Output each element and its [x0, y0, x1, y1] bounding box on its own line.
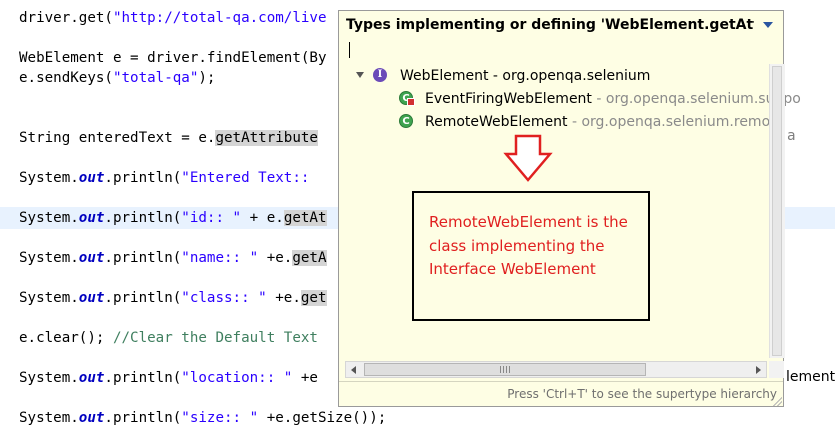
code-text: System.: [19, 170, 79, 186]
code-text: driver.get(: [19, 10, 113, 26]
static-field: out: [78, 290, 105, 306]
popup-title: Types implementing or defining 'WebEleme…: [346, 17, 754, 33]
string-literal: "http://total-qa.com/live: [112, 10, 327, 26]
code-text-fragment: lement: [786, 369, 835, 385]
scrollbar-corner: [769, 361, 784, 378]
code-text: System.: [19, 290, 79, 306]
static-field: out: [78, 370, 105, 386]
code-text: e.sendKeys(: [19, 70, 113, 86]
footer-hint: Press 'Ctrl+T' to see the supertype hier…: [507, 387, 777, 401]
string-literal: "location:: ": [181, 370, 293, 386]
tree-item-label: EventFiringWebElement: [425, 91, 592, 107]
code-text: + e.: [241, 210, 284, 226]
tree-item-eventfiringwebelement[interactable]: C EventFiringWebElement - org.openqa.sel…: [399, 89, 801, 109]
tree-item-label: WebElement: [400, 68, 489, 84]
expanded-icon[interactable]: [356, 72, 364, 78]
code-text-fragment: a: [787, 128, 796, 144]
code-text: +e.: [266, 290, 301, 306]
code-line[interactable]: System.out.println("name:: " +e.getA: [19, 247, 327, 269]
vertical-scroll-thumb[interactable]: [772, 66, 782, 356]
horizontal-scroll-thumb[interactable]: [364, 363, 646, 376]
tree-item-package: - org.openqa.selenium.suppo: [591, 91, 801, 107]
tree-item-label: RemoteWebElement: [425, 114, 568, 130]
code-text: System.: [19, 370, 79, 386]
code-text: +e: [292, 370, 318, 386]
class-icon: C: [399, 114, 413, 128]
scroll-right-arrow-icon[interactable]: [750, 362, 766, 377]
code-text: );: [198, 70, 216, 86]
popup-header: Types implementing or defining 'WebEleme…: [339, 11, 783, 37]
code-line[interactable]: System.out.println("location:: " +e: [19, 367, 318, 389]
highlighted-method: getA: [292, 250, 327, 266]
code-text: +e.getSize());: [258, 410, 387, 426]
code-line[interactable]: System.out.println("size:: " +e.getSize(…: [19, 407, 386, 429]
string-literal: "class:: ": [181, 290, 267, 306]
highlighted-method: getAt: [283, 210, 327, 226]
highlighted-method: get: [300, 290, 327, 306]
code-line[interactable]: String enteredText = e.getAttribute: [19, 127, 318, 149]
static-field: out: [78, 170, 105, 186]
code-line[interactable]: WebElement e = driver.findElement(By: [19, 47, 327, 69]
tree-item-package: - org.openqa.selenium.remote: [567, 114, 785, 130]
annotation-box: RemoteWebElement is the class implementi…: [412, 191, 650, 321]
static-field: out: [78, 250, 105, 266]
filter-input[interactable]: [345, 40, 765, 60]
popup-footer: Press 'Ctrl+T' to see the supertype hier…: [339, 381, 783, 407]
string-literal: "Entered Text::: [181, 170, 318, 186]
tree-item-webelement[interactable]: I WebElement - org.openqa.selenium: [353, 66, 653, 86]
string-literal: "id:: ": [181, 210, 242, 226]
code-text: System.: [19, 210, 79, 226]
code-text: .println(: [104, 210, 182, 226]
code-text: WebElement e = driver.findElement(By: [19, 50, 327, 66]
down-arrow-icon: [503, 134, 553, 182]
code-text: .println(: [104, 170, 182, 186]
vertical-scrollbar[interactable]: [769, 64, 785, 358]
interface-icon: I: [373, 68, 387, 82]
code-text: .println(: [104, 250, 182, 266]
code-text: +e.: [258, 250, 293, 266]
code-line[interactable]: driver.get("http://total-qa.com/live: [19, 7, 327, 29]
tree-item-package: - org.openqa.selenium: [488, 68, 651, 84]
resize-grip-icon[interactable]: [772, 396, 782, 406]
code-text: e.clear();: [19, 330, 113, 346]
type-hierarchy-popup[interactable]: Types implementing or defining 'WebEleme…: [338, 10, 801, 407]
scroll-left-arrow-icon[interactable]: [346, 362, 362, 377]
tree-item-remotewebelement[interactable]: C RemoteWebElement - org.openqa.selenium…: [399, 112, 784, 132]
grip-icon: [500, 366, 510, 373]
code-text: System.: [19, 250, 79, 266]
code-comment: //Clear the Default Text: [112, 330, 318, 346]
string-literal: "total-qa": [112, 70, 199, 86]
code-text: System.: [19, 410, 79, 426]
horizontal-scrollbar[interactable]: [345, 361, 767, 378]
code-text: .println(: [104, 410, 182, 426]
code-text: .println(: [104, 290, 182, 306]
private-badge-icon: [407, 98, 415, 106]
highlighted-method: getAttribute: [215, 130, 318, 146]
text-caret: [349, 42, 350, 58]
annotation-text: RemoteWebElement is the class implementi…: [429, 213, 628, 278]
code-text: String enteredText = e.: [19, 130, 216, 146]
current-code-line[interactable]: System.out.println("id:: " + e.getAt: [0, 207, 834, 229]
code-line[interactable]: e.clear(); //Clear the Default Text: [19, 327, 318, 349]
code-line[interactable]: System.out.println("Entered Text::: [19, 167, 318, 189]
static-field: out: [78, 210, 105, 226]
view-menu-icon[interactable]: [763, 22, 773, 28]
code-text: .println(: [104, 370, 182, 386]
string-literal: "name:: ": [181, 250, 259, 266]
code-line[interactable]: e.sendKeys("total-qa");: [19, 67, 215, 89]
string-literal: "size:: ": [181, 410, 259, 426]
code-line[interactable]: System.out.println("class:: " +e.get: [19, 287, 327, 309]
static-field: out: [78, 410, 105, 426]
